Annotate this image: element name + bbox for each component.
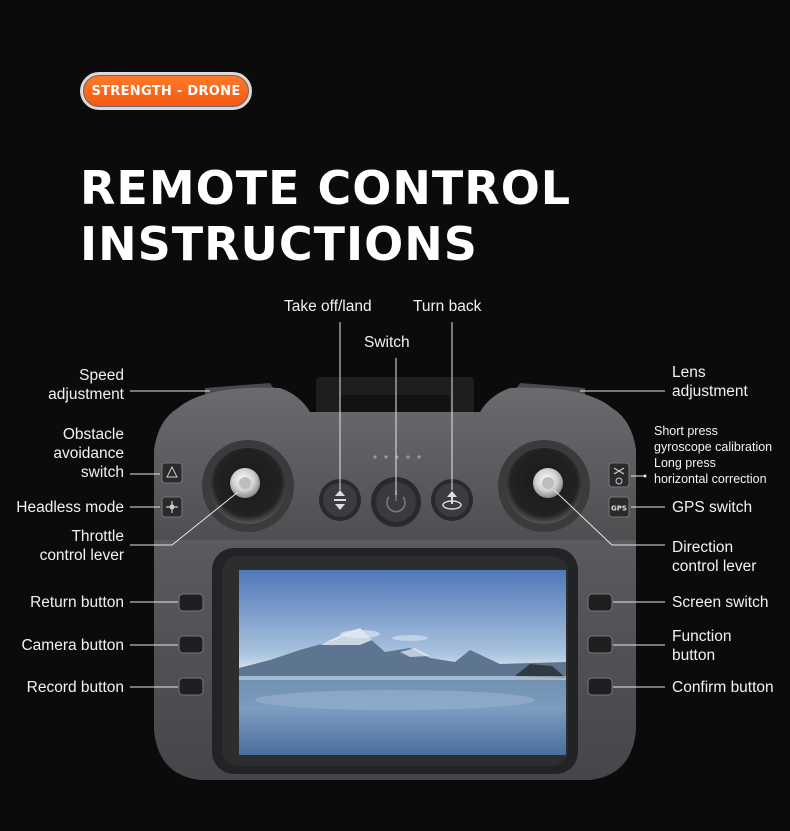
record-button-label: Record button xyxy=(26,679,124,696)
direction-control-lever[interactable] xyxy=(498,440,590,532)
gps-key-label: GPS xyxy=(611,505,627,513)
antenna-holder xyxy=(316,377,474,413)
title-line-1: REMOTE CONTROL xyxy=(80,161,572,215)
throttle-control-lever[interactable] xyxy=(202,440,294,532)
screen-switch-label: Screen switch xyxy=(672,594,769,611)
function-button[interactable] xyxy=(587,635,613,654)
screen-switch-button[interactable] xyxy=(587,593,613,612)
take-off-land-button[interactable] xyxy=(319,479,361,521)
gps-switch-button[interactable]: GPS xyxy=(608,496,630,518)
take-off-land-label: Take off/land xyxy=(284,298,372,315)
turn-back-button[interactable] xyxy=(431,479,473,521)
return-button-label: Return button xyxy=(30,594,124,611)
brand-badge: STRENGTH - DRONE xyxy=(80,72,252,110)
callout-lines xyxy=(130,322,665,688)
status-leds xyxy=(373,455,421,459)
title-line-2: INSTRUCTIONS xyxy=(80,217,478,271)
headless-mode-label: Headless mode xyxy=(16,499,124,516)
turn-back-label: Turn back xyxy=(413,298,482,315)
camera-button-label: Camera button xyxy=(21,637,124,654)
switch-label: Switch xyxy=(364,334,410,351)
camera-button[interactable] xyxy=(178,635,204,654)
gyroscope-button[interactable] xyxy=(608,462,630,488)
page-title: REMOTE CONTROL INSTRUCTIONS xyxy=(80,160,571,272)
power-switch-button[interactable] xyxy=(371,477,421,527)
obstacle-avoidance-switch[interactable] xyxy=(161,462,183,484)
return-button[interactable] xyxy=(178,593,204,612)
display-screen[interactable] xyxy=(239,570,566,755)
record-button[interactable] xyxy=(178,677,204,696)
confirm-button-label: Confirm button xyxy=(672,679,774,696)
gps-switch-label: GPS switch xyxy=(672,499,753,516)
confirm-button[interactable] xyxy=(587,677,613,696)
headless-mode-button[interactable] xyxy=(161,496,183,518)
